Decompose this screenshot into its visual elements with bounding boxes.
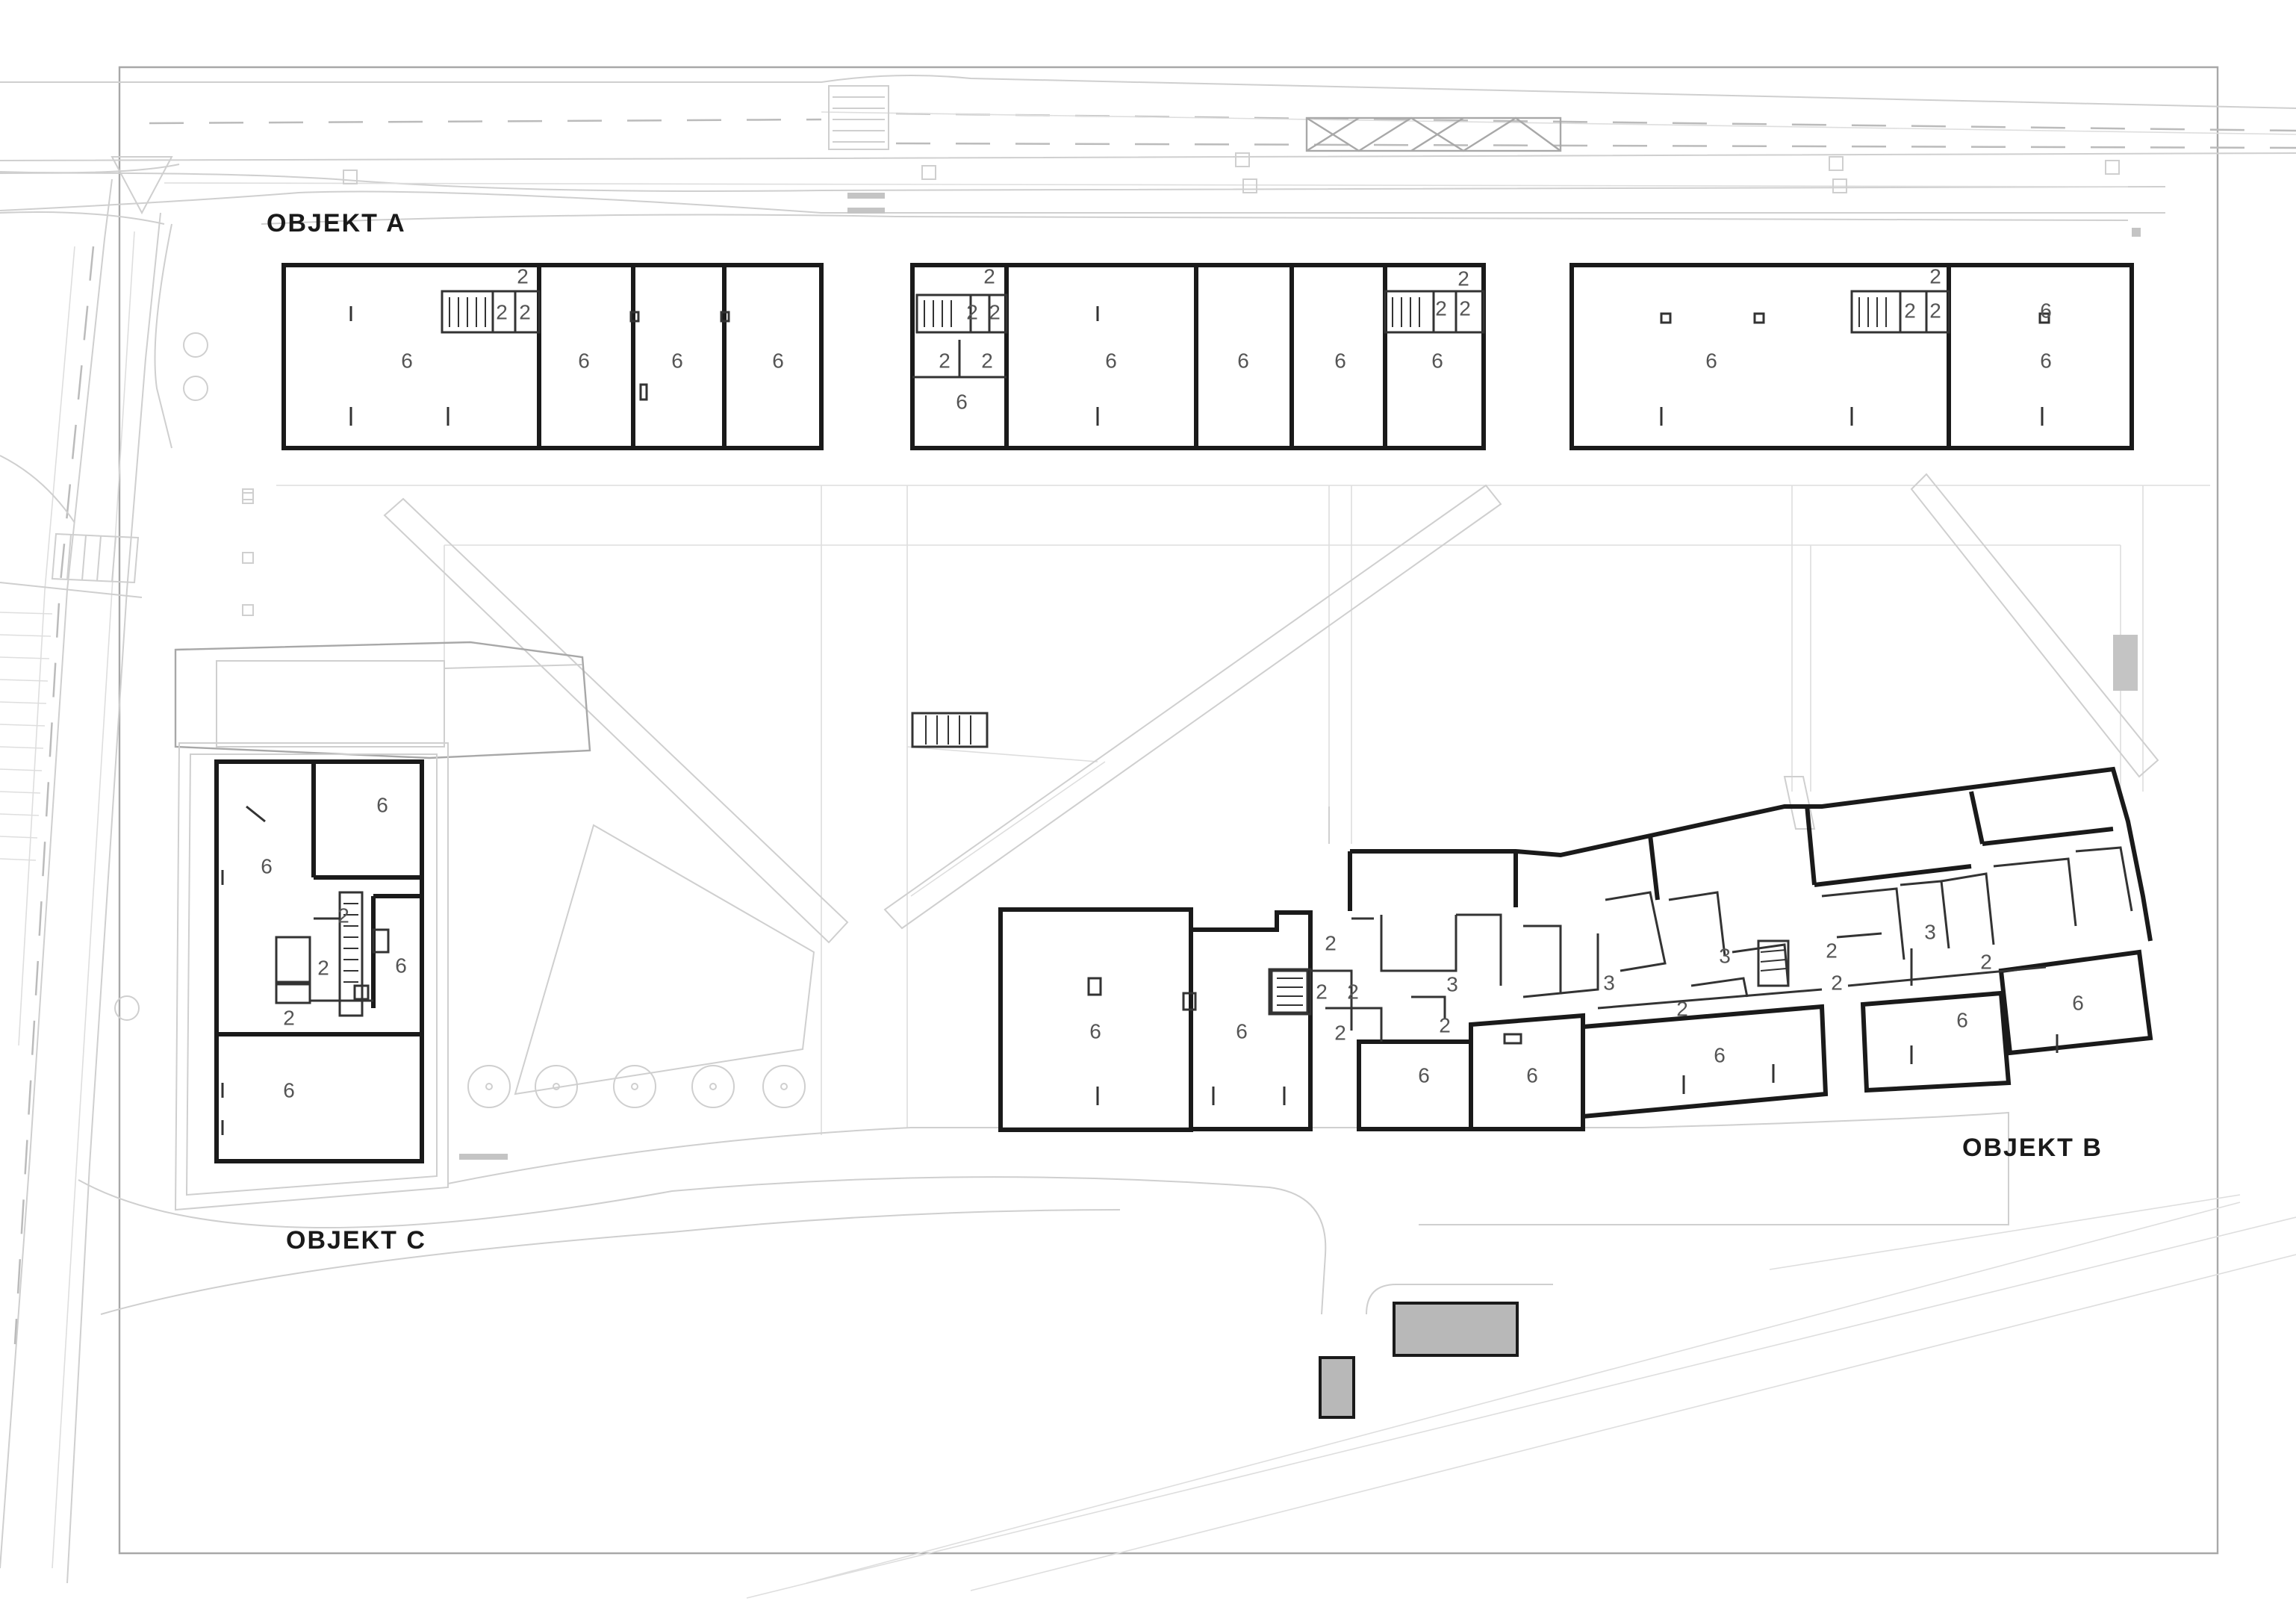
unit-number: 2 bbox=[1831, 971, 1843, 994]
canopy-c bbox=[174, 641, 591, 759]
grey-block bbox=[1319, 1356, 1355, 1419]
building-objekt-c bbox=[174, 742, 449, 1211]
unit-number: 2 bbox=[1439, 1013, 1451, 1037]
unit-number: 6 bbox=[401, 349, 413, 372]
building-objekt-b bbox=[998, 766, 2153, 1132]
crosswalk-west bbox=[51, 532, 140, 584]
label-objekt-a: OBJEKT A bbox=[267, 209, 406, 237]
unit-numbers-c: 6 6 2 2 6 2 6 bbox=[261, 793, 407, 1101]
unit-number: 6 bbox=[1237, 349, 1249, 372]
unit-number: 2 bbox=[983, 264, 995, 288]
unit-number: 6 bbox=[1714, 1043, 1726, 1066]
unit-number: 6 bbox=[2072, 991, 2084, 1014]
unit-number: 6 bbox=[956, 390, 968, 413]
road-posts bbox=[343, 152, 2141, 237]
unit-number: 2 bbox=[1334, 1021, 1346, 1044]
unit-number: 6 bbox=[671, 349, 683, 372]
unit-number: 6 bbox=[1236, 1019, 1248, 1042]
unit-number: 6 bbox=[1705, 349, 1717, 372]
unit-number: 2 bbox=[1929, 264, 1941, 288]
unit-number: 6 bbox=[772, 349, 784, 372]
unit-number: 3 bbox=[1446, 972, 1458, 995]
unit-number: 3 bbox=[1924, 920, 1936, 943]
unit-number: 6 bbox=[395, 954, 407, 977]
label-objekt-b: OBJEKT B bbox=[1962, 1134, 2103, 1162]
unit-number: 6 bbox=[1105, 349, 1117, 372]
grey-block bbox=[1393, 1302, 1519, 1357]
unit-number: 2 bbox=[981, 349, 993, 372]
unit-number: 6 bbox=[1956, 1008, 1968, 1031]
unit-number: 6 bbox=[283, 1078, 295, 1101]
building-objekt-a bbox=[281, 263, 2134, 450]
grey-block bbox=[2113, 635, 2138, 691]
site-context bbox=[0, 66, 2296, 1599]
unit-number: 2 bbox=[989, 300, 1001, 323]
unit-number: 2 bbox=[1316, 980, 1328, 1003]
unit-number: 2 bbox=[496, 300, 508, 323]
unit-number: 6 bbox=[1526, 1063, 1538, 1087]
unit-number: 2 bbox=[1904, 299, 1916, 322]
west-columns bbox=[242, 488, 254, 616]
unit-numbers-b: 2 2 2 3 2 2 3 2 3 3 2 2 6 6 2 6 6 6 6 6 bbox=[1089, 920, 2084, 1087]
label-objekt-c: OBJEKT C bbox=[286, 1226, 426, 1255]
diagonal-ramp bbox=[883, 484, 1502, 930]
bridge-truss bbox=[1305, 116, 1562, 152]
crosswalk-north bbox=[828, 85, 889, 214]
parking-stalls-west bbox=[0, 612, 53, 861]
unit-number: 2 bbox=[1826, 939, 1838, 962]
unit-numbers-a: 2 2 2 6 6 6 6 2 2 2 2 2 6 6 6 6 2 2 2 6 … bbox=[401, 264, 2052, 413]
unit-number: 6 bbox=[261, 854, 273, 877]
unit-number: 2 bbox=[1676, 997, 1688, 1020]
unit-number: 6 bbox=[2040, 349, 2052, 372]
unit-number: 6 bbox=[1089, 1019, 1101, 1042]
unit-number: 2 bbox=[1929, 299, 1941, 322]
unit-number: 2 bbox=[1435, 296, 1447, 320]
accessible-parking-icon bbox=[114, 332, 208, 1021]
unit-number: 2 bbox=[283, 1006, 295, 1029]
diagonal-ramp bbox=[1910, 473, 2159, 778]
trees bbox=[467, 1065, 806, 1108]
unit-number: 2 bbox=[1325, 931, 1337, 954]
unit-number: 2 bbox=[1980, 950, 1992, 973]
unit-number: 6 bbox=[2040, 299, 2052, 322]
unit-number: 2 bbox=[966, 300, 978, 323]
diagonal-ramp bbox=[383, 497, 849, 944]
unit-number: 2 bbox=[517, 264, 529, 288]
unit-number: 2 bbox=[1457, 267, 1469, 290]
unit-number: 3 bbox=[1603, 971, 1615, 994]
unit-number: 2 bbox=[1459, 296, 1471, 320]
site-boundary bbox=[118, 66, 2219, 1555]
unit-number: 2 bbox=[519, 300, 531, 323]
unit-number: 2 bbox=[337, 904, 349, 927]
plaza-stair bbox=[911, 712, 989, 748]
unit-number: 3 bbox=[1719, 944, 1731, 967]
unit-number: 2 bbox=[939, 349, 951, 372]
unit-number: 6 bbox=[1334, 349, 1346, 372]
unit-number: 6 bbox=[1418, 1063, 1430, 1087]
unit-number: 2 bbox=[1347, 980, 1359, 1003]
unit-number: 6 bbox=[1431, 349, 1443, 372]
unit-number: 6 bbox=[578, 349, 590, 372]
unit-number: 6 bbox=[376, 793, 388, 816]
unit-number: 2 bbox=[317, 956, 329, 979]
